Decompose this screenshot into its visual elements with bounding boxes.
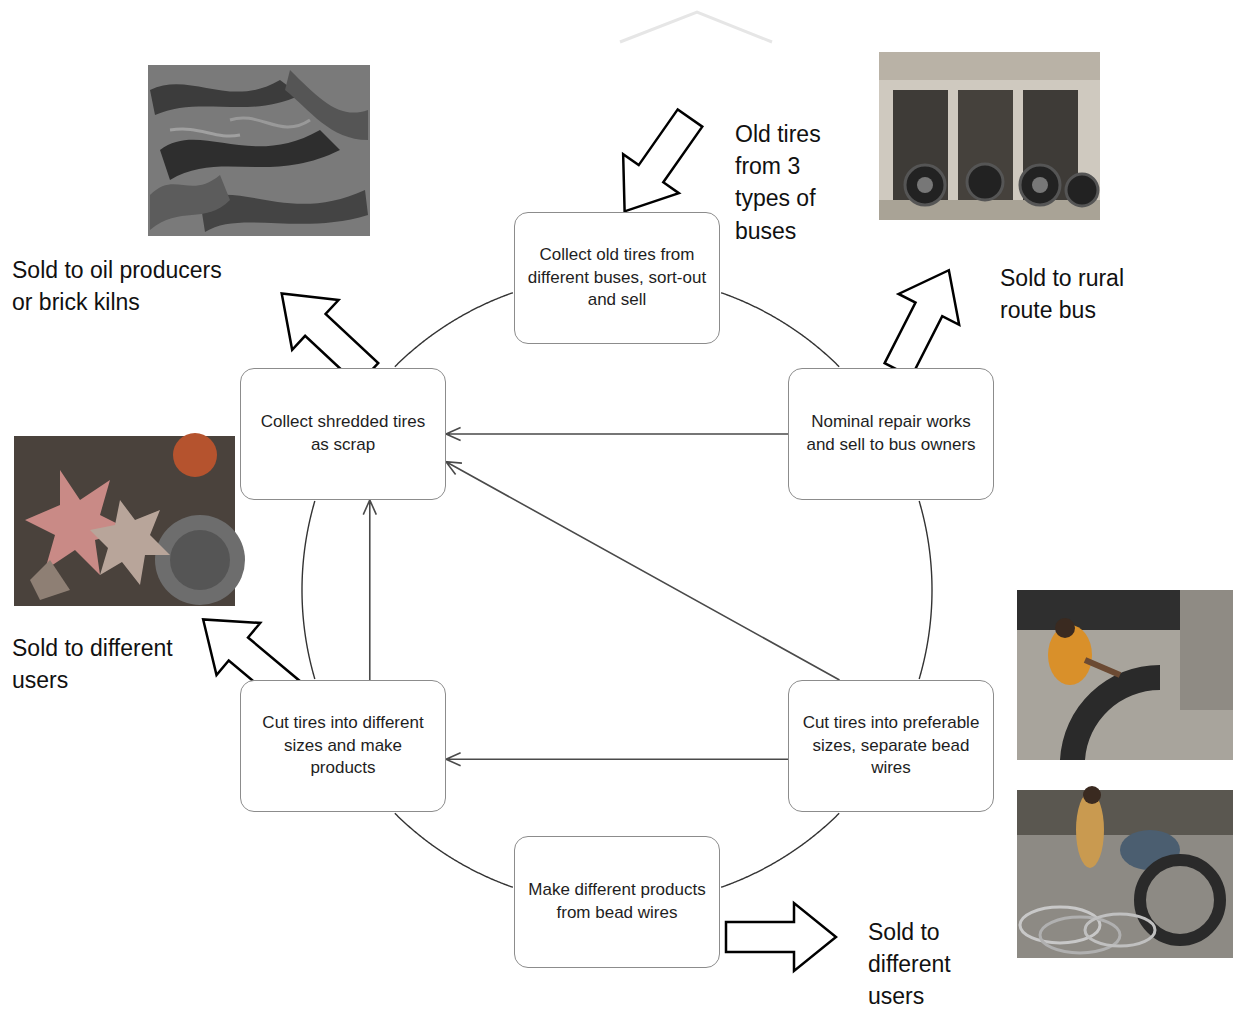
flow-arrow bbox=[446, 462, 840, 680]
process-box: Make different products from bead wires bbox=[514, 836, 720, 968]
box-text: Collect old tires from different buses, … bbox=[527, 244, 707, 313]
tire-products-photo bbox=[14, 433, 245, 606]
process-box: Collect shredded tires as scrap bbox=[240, 368, 446, 500]
box-text: Cut tires into preferable sizes, separat… bbox=[801, 712, 981, 781]
tire-cutting-photo bbox=[1017, 590, 1233, 760]
flow-arrow bbox=[446, 427, 788, 440]
flow-arrow bbox=[446, 753, 788, 766]
flow-label: Sold to different users bbox=[868, 916, 980, 1010]
flow-label: Sold to rural route bus bbox=[1000, 262, 1160, 326]
shredded-tires-photo bbox=[148, 65, 370, 236]
box-text: Nominal repair works and sell to bus own… bbox=[801, 411, 981, 457]
tire-shop-photo bbox=[879, 52, 1100, 220]
box-text: Make different products from bead wires bbox=[527, 879, 707, 925]
cycle-arc bbox=[721, 293, 839, 367]
process-box: Cut tires into preferable sizes, separat… bbox=[788, 680, 994, 812]
faint-chevron bbox=[620, 12, 772, 42]
cycle-arc bbox=[919, 501, 932, 679]
process-box: Collect old tires from different buses, … bbox=[514, 212, 720, 344]
cycle-arc bbox=[302, 501, 315, 679]
cycle-arc bbox=[395, 813, 513, 887]
cycle-arc bbox=[721, 813, 839, 887]
outflow-arrow bbox=[868, 255, 979, 386]
process-box: Nominal repair works and sell to bus own… bbox=[788, 368, 994, 500]
flow-label: Sold to different users bbox=[12, 632, 197, 696]
bead-wire-photo bbox=[1017, 786, 1233, 958]
box-text: Collect shredded tires as scrap bbox=[253, 411, 433, 457]
flow-label: Old tires from 3 types of buses bbox=[735, 118, 845, 247]
cycle-arc bbox=[395, 293, 513, 367]
outflow-arrow bbox=[726, 903, 836, 971]
flow-arrow bbox=[363, 500, 376, 680]
process-box: Cut tires into different sizes and make … bbox=[240, 680, 446, 812]
box-text: Cut tires into different sizes and make … bbox=[253, 712, 433, 781]
flow-label: Sold to oil producers or brick kilns bbox=[12, 254, 227, 318]
